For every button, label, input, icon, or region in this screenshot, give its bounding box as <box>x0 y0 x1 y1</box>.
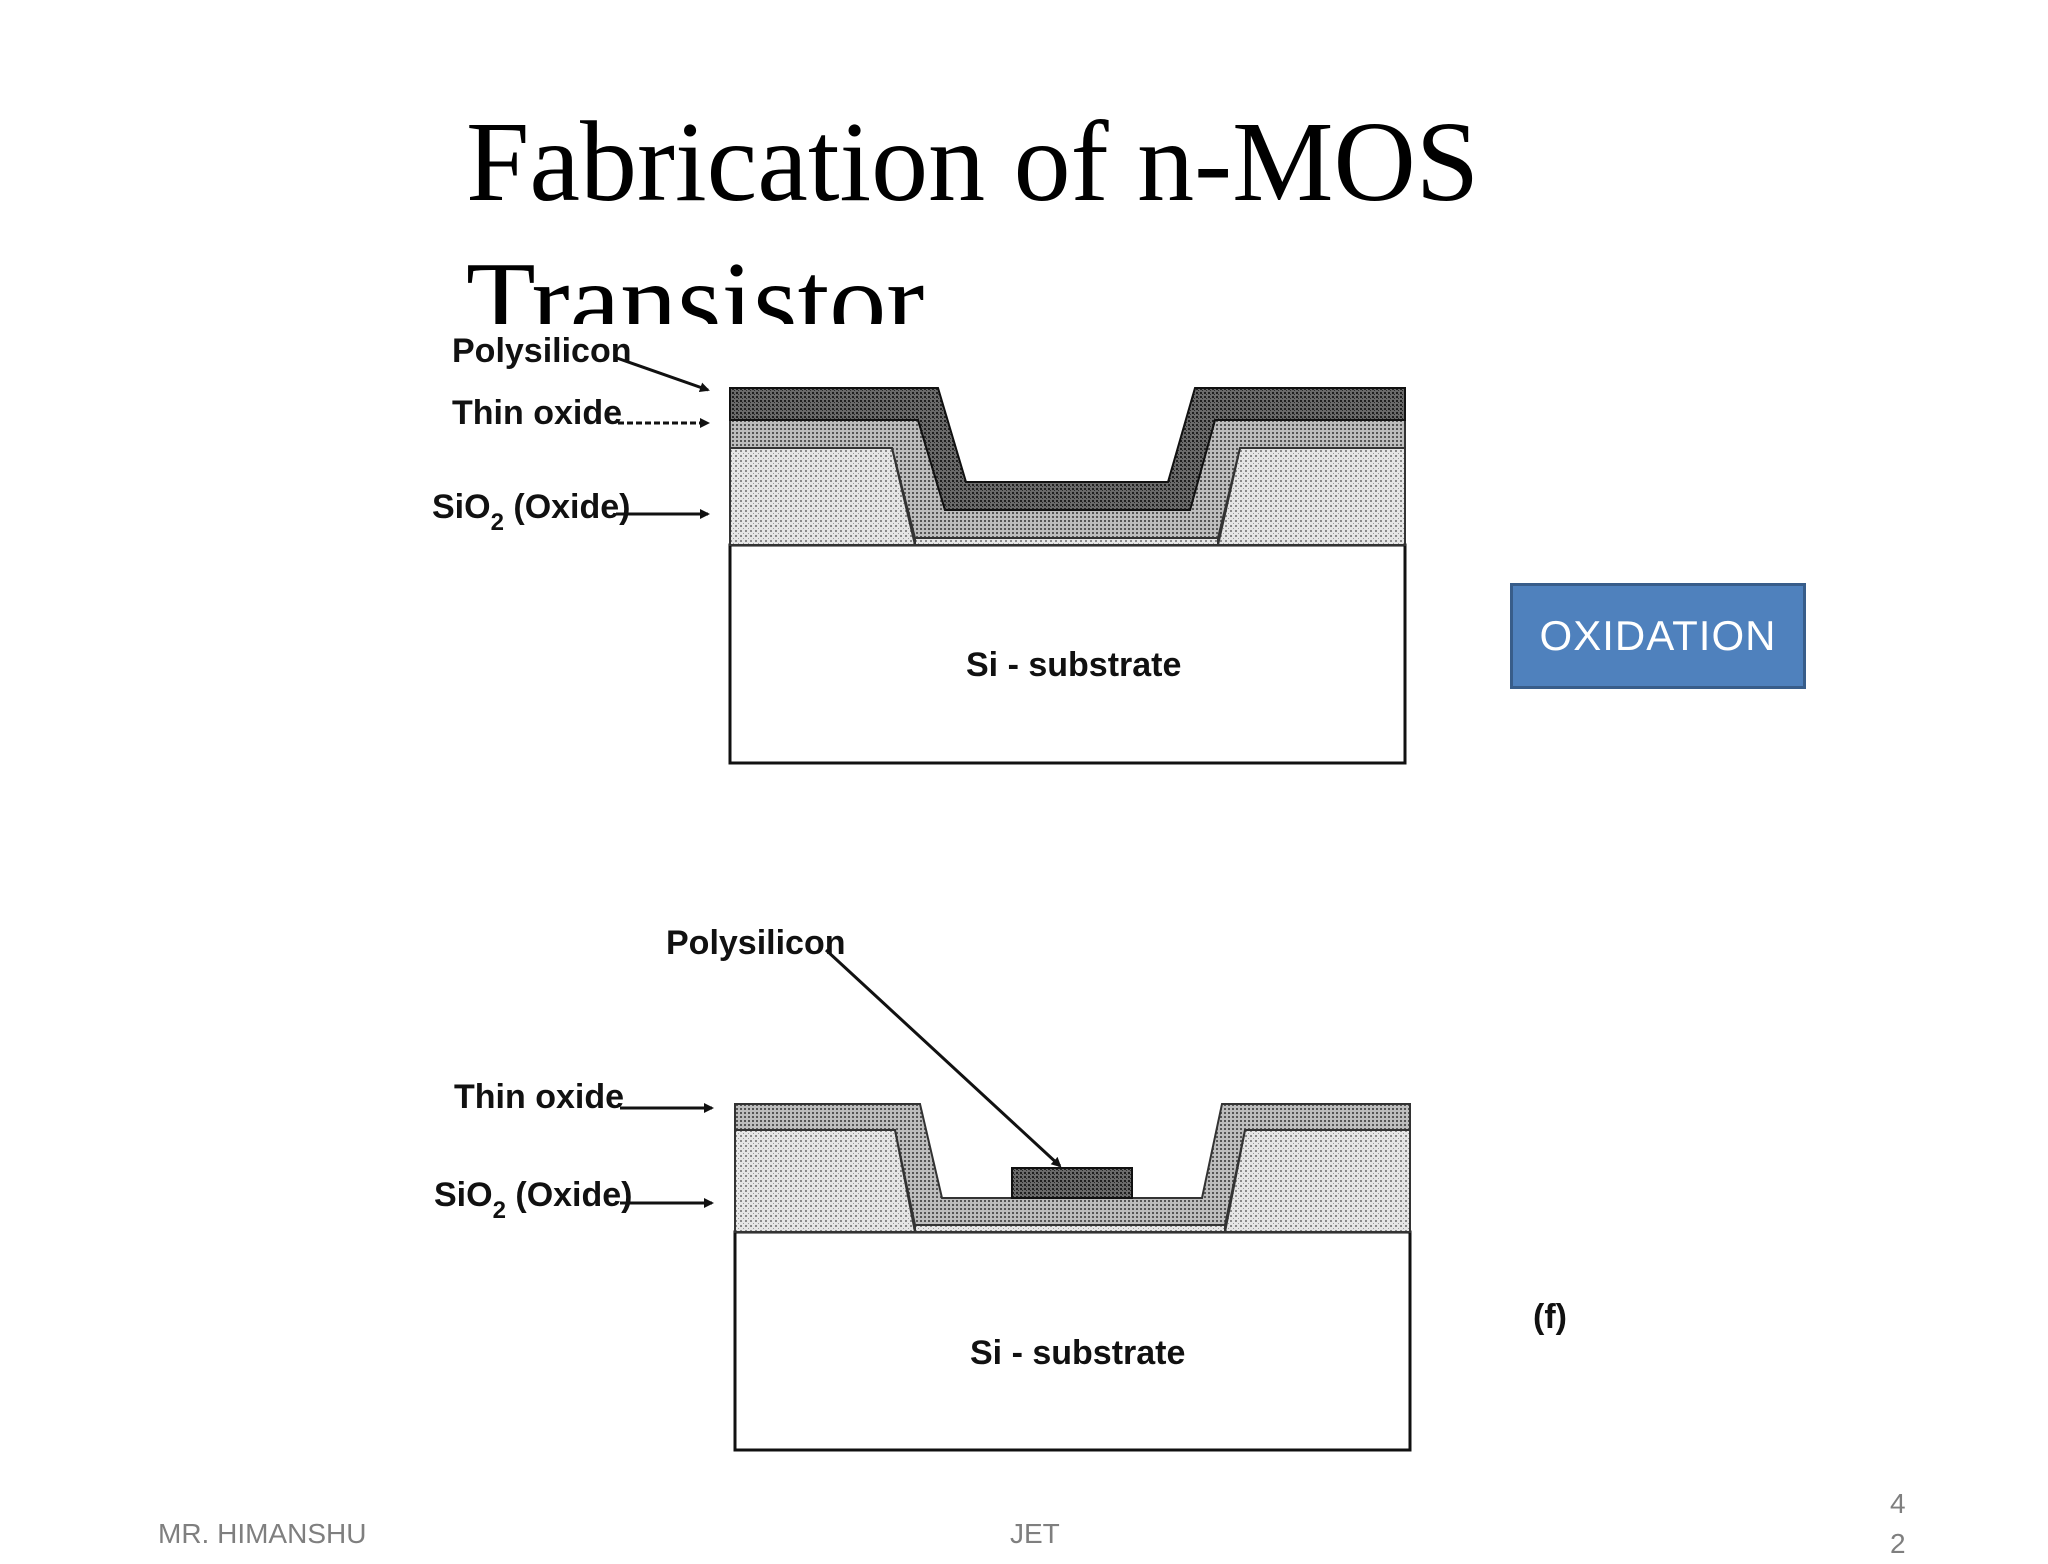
bottom-figure-tag: (f) <box>1533 1298 1567 1336</box>
slide-title: Fabrication of n-MOS Transistor <box>466 92 1666 324</box>
top-si-substrate <box>728 543 1407 765</box>
bottom-sio2-label-main: SiO <box>434 1176 493 1214</box>
bottom-polysilicon-gate <box>1011 1167 1133 1199</box>
bottom-thin-oxide-label: Thin oxide <box>454 1078 624 1116</box>
footer-institution: JET <box>1010 1518 1060 1549</box>
slide-title-line-1: Fabrication of n-MOS <box>466 98 1480 225</box>
bottom-si-substrate <box>733 1230 1412 1452</box>
top-sio2-label: SiO2 (Oxide) <box>432 488 631 536</box>
top-cross-section: Si - substrate Polysilicon Thin oxide Si… <box>432 332 1407 765</box>
bottom-sio2-label: SiO2 (Oxide) <box>434 1176 633 1224</box>
bottom-sio2-label-subscript: 2 <box>493 1197 506 1224</box>
slide-page-number: 42 <box>1890 1488 1906 1559</box>
top-sio2-label-subscript: 2 <box>491 509 504 536</box>
top-polysilicon-arrow <box>613 355 710 393</box>
bottom-substrate-label: Si - substrate <box>970 1334 1185 1372</box>
bottom-polysilicon-arrow <box>824 948 1062 1168</box>
top-thin-oxide-label: Thin oxide <box>452 394 622 432</box>
oxidation-callout-box: OXIDATION <box>1510 583 1806 689</box>
top-substrate-label: Si - substrate <box>966 646 1181 684</box>
bottom-sio2-label-rest: (Oxide) <box>506 1176 633 1214</box>
bottom-cross-section: Si - substrate Polysilicon Thin oxide Si… <box>434 924 1567 1452</box>
footer-author: MR. HIMANSHU <box>158 1518 367 1549</box>
bottom-polysilicon-label: Polysilicon <box>666 924 846 962</box>
bottom-thin-oxide-layer <box>734 1103 1411 1226</box>
top-sio2-label-rest: (Oxide) <box>504 488 631 526</box>
top-polysilicon-layer <box>729 387 1406 511</box>
slide-title-line-2: Transistor <box>466 238 925 324</box>
top-polysilicon-label: Polysilicon <box>452 332 632 370</box>
top-sio2-label-main: SiO <box>432 488 491 526</box>
